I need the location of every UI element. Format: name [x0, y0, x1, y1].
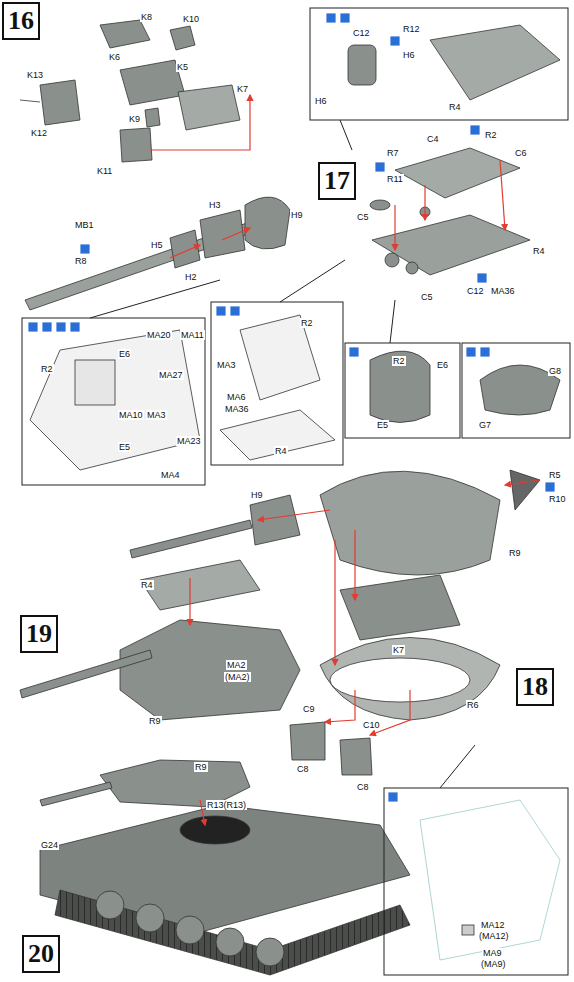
part-number: H3 [208, 200, 222, 210]
step-number-text: 16 [4, 4, 38, 38]
part-number: R2 [40, 364, 54, 374]
step-number: 17 [318, 162, 356, 200]
part-number: K10 [182, 14, 200, 24]
part-number: MA27 [158, 370, 184, 380]
part-number: MB1 [74, 220, 95, 230]
part-number: R5 [548, 470, 562, 480]
part-number: MA9 [482, 948, 503, 958]
step-number-text: 19 [22, 617, 56, 651]
part-number: R11 [386, 174, 404, 184]
part-number: E5 [376, 420, 389, 430]
part-number: C4 [426, 134, 440, 144]
part-number: MA4 [160, 470, 181, 480]
part-number: (MA9) [480, 959, 507, 969]
step-number: 20 [22, 935, 60, 973]
part-number: R9 [508, 548, 522, 558]
part-number: R7 [386, 148, 400, 158]
part-number: R9 [148, 716, 162, 726]
part-number: MA3 [216, 360, 237, 370]
part-number: G8 [548, 366, 562, 376]
part-number: R4 [532, 246, 546, 256]
part-number: E6 [118, 349, 131, 359]
part-number: C10 [362, 720, 381, 730]
part-number: (MA12) [478, 931, 510, 941]
part-number: MA36 [224, 404, 250, 414]
part-number: C12 [466, 286, 485, 296]
part-number: R4 [274, 446, 288, 456]
part-number: C9 [302, 704, 316, 714]
part-number: R4 [448, 102, 462, 112]
part-number: C8 [296, 764, 310, 774]
part-number: C6 [514, 148, 528, 158]
step-number: 19 [20, 615, 58, 653]
part-number: C8 [356, 782, 370, 792]
step-number-text: 17 [320, 164, 354, 198]
part-number: C5 [356, 212, 370, 222]
part-number: K11 [96, 166, 113, 176]
part-number: K8 [140, 12, 153, 22]
part-number: K5 [176, 62, 189, 72]
part-number: K9 [128, 114, 141, 124]
part-number: MA20 [146, 330, 172, 340]
part-number: G24 [40, 840, 59, 850]
part-number: MA3 [146, 410, 167, 420]
part-number: R2 [484, 130, 498, 140]
part-number: R9 [194, 762, 208, 772]
part-number: R12 [402, 24, 421, 34]
part-number: MA11 [180, 330, 205, 340]
part-number: K12 [30, 128, 48, 138]
part-number: E5 [118, 442, 131, 452]
part-number: MA6 [226, 392, 247, 402]
part-number: H9 [250, 490, 264, 500]
part-number: K13 [26, 70, 44, 80]
part-number: H5 [150, 240, 164, 250]
part-number: R13(R13) [206, 800, 247, 810]
part-number: R6 [466, 700, 480, 710]
part-number: MA12 [480, 920, 506, 930]
step-number: 18 [516, 668, 554, 706]
part-number: MA10 [118, 410, 144, 420]
part-number: K7 [392, 645, 405, 655]
step-number-text: 18 [518, 670, 552, 704]
part-number: (MA2) [224, 672, 251, 682]
step-number-text: 20 [24, 937, 58, 971]
part-number: R8 [74, 256, 88, 266]
part-number: C12 [352, 28, 371, 38]
part-number: H2 [184, 272, 198, 282]
part-number: R2 [300, 318, 314, 328]
part-number: G7 [478, 420, 492, 430]
part-number: MA23 [176, 436, 202, 446]
part-number: H6 [314, 96, 328, 106]
part-number: E6 [436, 360, 449, 370]
part-number: MA2 [226, 660, 247, 670]
part-number: R4 [140, 580, 154, 590]
part-number: C5 [420, 292, 434, 302]
part-number: H9 [290, 210, 304, 220]
step-number: 16 [2, 2, 40, 40]
part-number: H6 [402, 50, 416, 60]
part-number: R2 [392, 356, 406, 366]
part-number: R10 [548, 494, 567, 504]
part-number: K7 [236, 84, 249, 94]
part-number: K6 [108, 52, 121, 62]
part-number: MA36 [490, 286, 516, 296]
